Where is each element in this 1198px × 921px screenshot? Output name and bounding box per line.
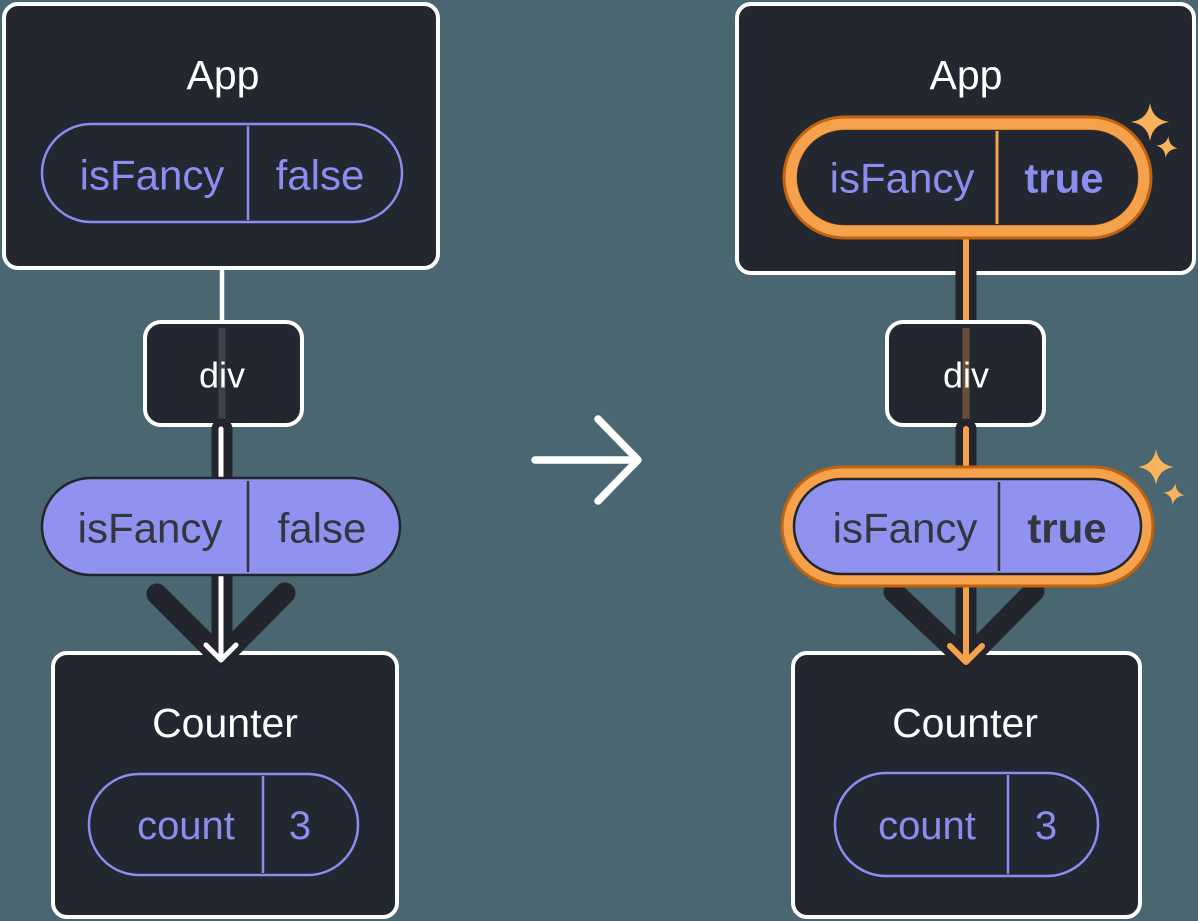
prop-name: isFancy <box>833 505 978 552</box>
app-state-pill <box>40 122 404 224</box>
state-name: isFancy <box>830 155 975 202</box>
sparkle-icon <box>1156 136 1178 158</box>
app-title: App <box>930 52 1003 98</box>
counter-card <box>51 651 399 919</box>
prop-arrowhead-icon <box>947 643 985 665</box>
prop-name: isFancy <box>78 505 223 552</box>
state-value: false <box>276 152 365 199</box>
app-title: App <box>187 52 260 98</box>
prop-pill <box>40 476 402 577</box>
prop-pill <box>792 477 1143 576</box>
prop-arrowhead-icon <box>203 642 239 663</box>
state-name: isFancy <box>80 152 225 199</box>
counter-title: Counter <box>152 700 298 746</box>
transition-arrow-icon <box>531 415 642 505</box>
counter-title: Counter <box>892 700 1038 746</box>
counter-state-pill <box>833 771 1100 878</box>
prop-value: true <box>1027 505 1106 552</box>
sparkle-icon <box>1131 103 1169 141</box>
highlight-ring <box>783 468 1152 585</box>
app-state-pill <box>797 130 1138 225</box>
sparkle-icon <box>1138 449 1174 485</box>
state-value: true <box>1024 155 1103 202</box>
state-name: count <box>137 804 235 848</box>
div-title: div <box>199 355 245 396</box>
state-value: 3 <box>1035 804 1057 848</box>
sparkle-icon <box>1163 483 1185 505</box>
right-tree: isFancy true isFancy true count 3 App di… <box>735 2 1196 919</box>
app-card <box>2 2 440 270</box>
left-tree: isFancy false isFancy false count 3 App … <box>2 2 440 919</box>
counter-card <box>791 651 1142 919</box>
transition-arrow-head <box>594 415 642 505</box>
prop-value: false <box>278 505 367 552</box>
div-title: div <box>943 355 989 396</box>
highlight-ring <box>785 118 1150 237</box>
state-value: 3 <box>289 804 311 848</box>
state-name: count <box>878 804 976 848</box>
counter-state-pill <box>87 772 360 877</box>
